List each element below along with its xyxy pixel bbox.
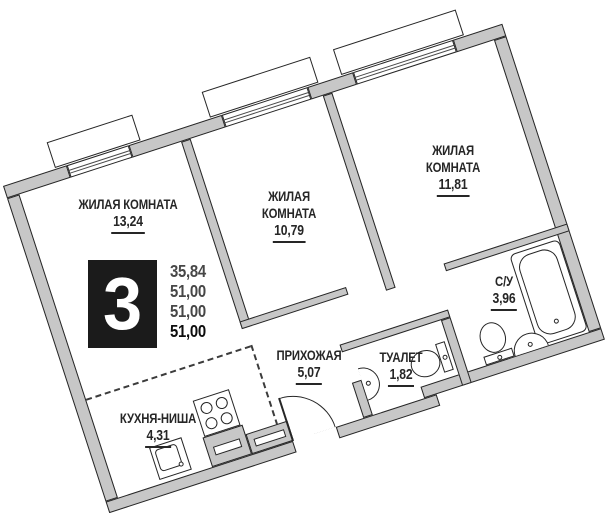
room-label-living3: ЖИЛАЯ КОМНАТА 11,81 [426,142,480,197]
room-label-hallway: ПРИХОЖАЯ 5,07 [276,347,342,385]
room-name: КОМНАТА [425,160,481,175]
room-area: 10,79 [272,223,306,243]
wall-bottom-toilet [335,394,441,439]
room-label-bathroom: С/У 3,96 [490,273,518,311]
wall-room2-room3 [322,92,396,291]
wall-left [7,194,118,502]
room-label-kitchen: КУХНЯ-НИША 4,31 [120,410,196,448]
wall-bottom-kitchen [105,440,297,513]
wall-room2-south [239,286,349,330]
wall-toilet-north [339,309,451,353]
room-label-living2: ЖИЛАЯ КОМНАТА 10,79 [262,188,316,243]
room-label-living1: ЖИЛАЯ КОМНАТА 13,24 [78,196,178,234]
room-area: 11,81 [436,177,470,197]
room-name: ЖИЛАЯ КОМНАТА [78,197,178,212]
room-name: ПРИХОЖАЯ [276,348,342,363]
room-name: КОМНАТА [261,206,317,221]
room-name: С/У [495,274,513,289]
room-name: ЖИЛАЯ [268,189,310,204]
apartment-number-badge: 3 [88,260,157,348]
apartment-number: 3 [102,262,143,345]
wall-top-1 [3,165,71,199]
room-area: 13,24 [111,214,145,234]
room-name: ЖИЛАЯ [432,143,474,158]
area-value: 35,84 [170,261,206,281]
room-name: КУХНЯ-НИША [119,411,197,426]
area-value: 51,00 [170,281,206,301]
room-area: 1,82 [387,367,415,387]
room-area: 5,07 [295,365,323,385]
room-area: 4,31 [144,428,172,448]
room-name: ТУАЛЕТ [379,350,423,365]
area-value-total: 51,00 [170,321,206,341]
wall-top-2 [128,114,226,158]
room-area: 3,96 [490,291,518,311]
apartment-area-values: 35,84 51,00 51,00 51,00 [170,261,206,341]
area-value: 51,00 [170,301,206,321]
room-label-toilet: ТУАЛЕТ 1,82 [380,349,423,387]
